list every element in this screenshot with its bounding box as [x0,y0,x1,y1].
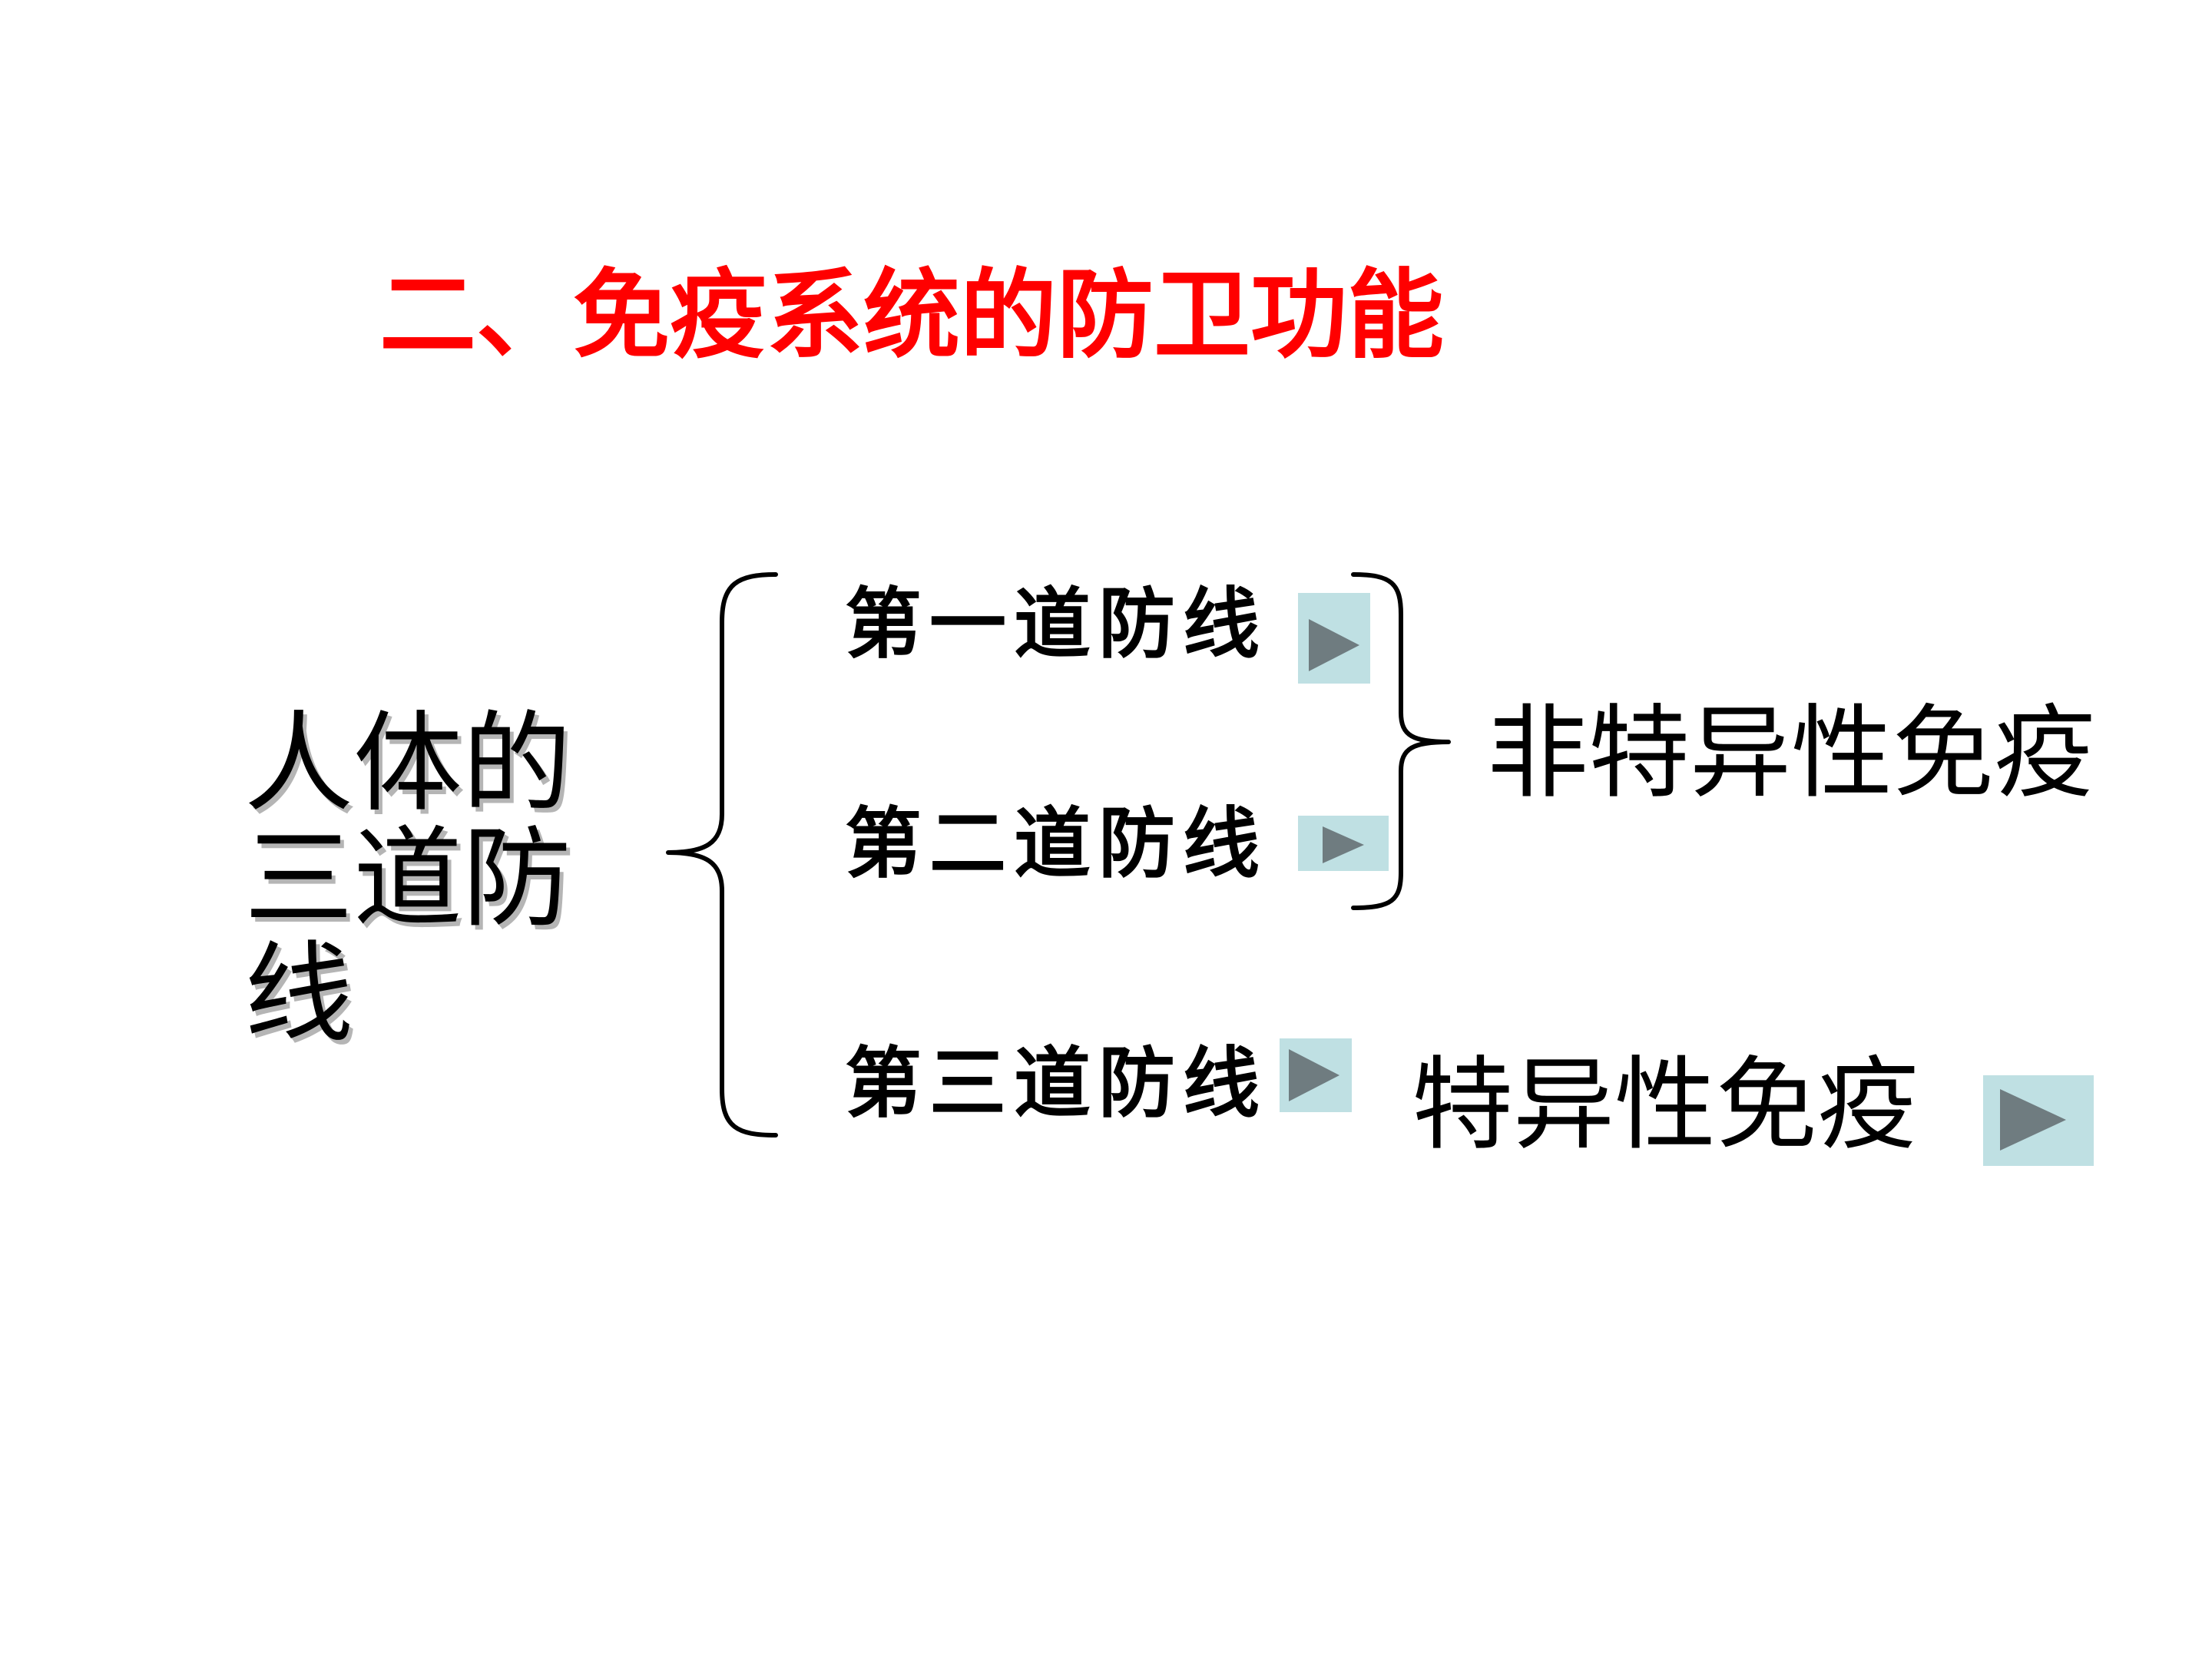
play-icon [2000,1089,2066,1151]
nonspecific-immunity-label: 非特异性免疫 [1487,694,2095,813]
play-button-specific-immunity[interactable] [1983,1075,2094,1166]
specific-immunity-label: 特异性免疫 [1412,1046,1919,1164]
three-lines-of-defense-label: 人体的三道防线 [244,700,571,1058]
play-icon [1289,1049,1339,1101]
play-icon [1309,619,1359,671]
left-curly-brace [666,572,778,1137]
third-line-of-defense: 第三道防线 [845,1038,1267,1128]
slide-title: 二、免疫系统的防卫功能 [379,258,1444,372]
first-line-of-defense: 第一道防线 [845,578,1267,669]
play-icon [1323,826,1364,863]
play-button-first-line[interactable] [1298,593,1370,684]
play-button-third-line[interactable] [1280,1038,1352,1112]
play-button-second-line[interactable] [1298,816,1389,871]
second-line-of-defense: 第二道防线 [845,798,1267,889]
